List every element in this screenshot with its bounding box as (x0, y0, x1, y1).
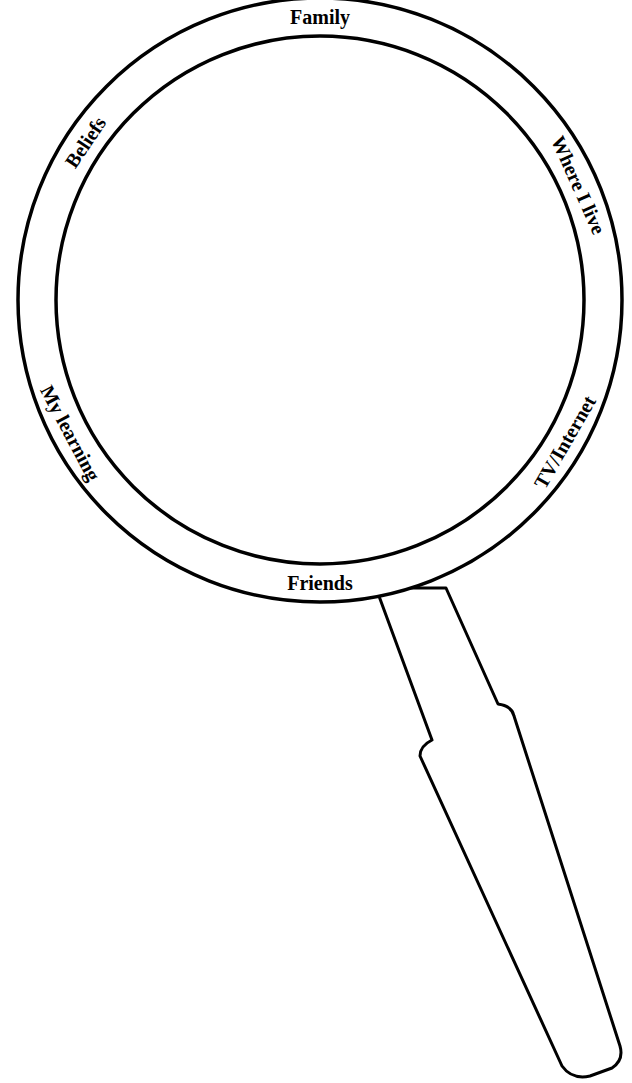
ring-label: Family (290, 7, 350, 27)
lens-rim-inner (56, 36, 584, 564)
lens-rim-outer (18, 0, 622, 602)
ring-label: Friends (287, 573, 353, 593)
glass-handle (376, 588, 621, 1077)
